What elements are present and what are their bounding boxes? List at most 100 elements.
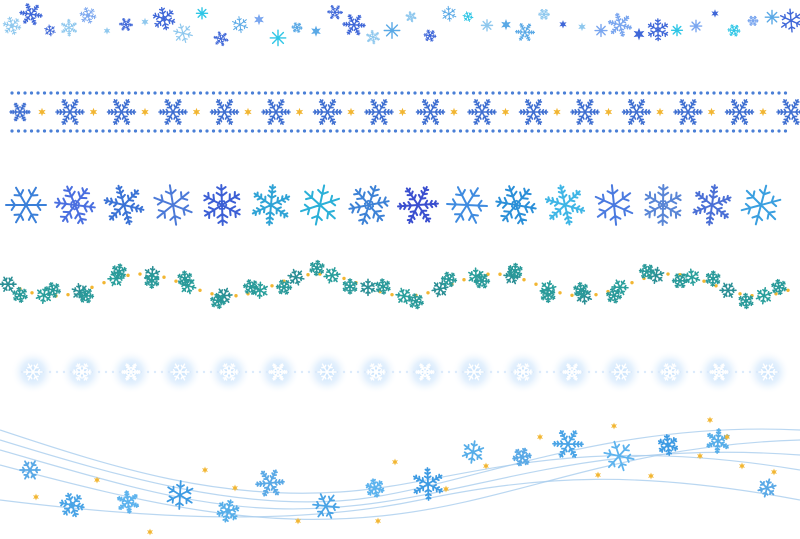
snowflake-icon [261,99,291,125]
dot [88,129,92,133]
dot [406,91,411,95]
dot [55,91,60,95]
star-icon [594,471,602,479]
snowflake-icon [408,293,424,310]
dot [702,279,706,283]
snowflake-icon [605,287,623,304]
dot [504,91,508,95]
dot [62,91,66,95]
snowflake-icon [216,499,240,523]
sparkle-icon [764,9,780,25]
snowflake-icon [275,279,293,295]
snowflake-icon [158,99,188,125]
dot [146,129,151,133]
dot [361,129,365,133]
dot [601,91,606,95]
dot [582,129,586,133]
star-icon [553,107,561,117]
dot [534,282,538,286]
snowflake-icon [512,447,532,467]
dot [699,370,703,374]
snowflake-icon [106,99,137,125]
dot [250,129,255,133]
dot [538,370,542,374]
dot [738,129,742,133]
dot [387,129,391,133]
dot [162,275,166,279]
snowflake-icon [660,363,680,381]
snowflake-icon [464,363,484,381]
snowflake-icon [758,363,778,381]
dot [497,91,502,95]
dot [673,129,677,133]
dot [211,129,216,133]
dot [398,370,402,374]
dot [498,272,502,276]
dot [510,129,515,133]
dot [489,370,493,374]
snowflake-icon [738,292,754,310]
dot [68,91,73,95]
dot [363,370,367,374]
snowflake-icon [59,492,85,518]
snowflake-icon [121,363,141,381]
snowflake-icon [323,267,341,284]
star-icon [501,107,510,117]
snowflake-icon [166,480,194,510]
snowflake-icon [317,363,337,381]
dot [432,129,437,133]
dot [445,129,450,133]
star-icon [604,107,613,117]
dot [211,91,216,95]
snowflake-icon [644,184,682,226]
dot [276,129,281,133]
dot [685,370,689,374]
dot [412,370,416,374]
snowflake-icon [309,259,325,277]
snowflake-icon [621,99,652,125]
wavy-teal-snowflake-border [0,259,790,310]
dot [465,91,469,95]
dot [16,91,21,95]
star-icon [759,107,767,117]
dot [426,129,430,133]
dot [101,129,105,133]
dot [640,91,645,95]
snowflake-icon [405,11,417,23]
dot [309,91,313,95]
star-icon [647,472,655,480]
dot [440,370,444,374]
dot [608,370,612,374]
dot [570,293,574,298]
dot [419,129,424,133]
dot [673,91,677,95]
dot [497,129,502,133]
dot [114,129,118,133]
dot [406,129,411,133]
sparkle-icon [670,24,684,37]
dot [146,91,151,95]
scattered-snowflake-border [2,3,800,47]
star-icon [141,107,149,117]
dot [504,129,508,133]
dot [741,370,745,374]
snowflake-icon [9,102,31,122]
snowflake-icon [54,185,96,225]
dot [426,91,430,95]
dot [374,129,378,133]
snowflake-icon [44,282,62,298]
dot [405,370,409,374]
star-icon [656,107,664,117]
dot [777,91,781,95]
snowflake-icon [19,460,41,480]
snowflake-icon [727,24,741,37]
dot [289,129,294,133]
dot [413,129,417,133]
dot [251,370,255,374]
dot [216,370,220,374]
dot [257,91,261,95]
dot [484,91,489,95]
dot [640,129,645,133]
dot [354,129,359,133]
